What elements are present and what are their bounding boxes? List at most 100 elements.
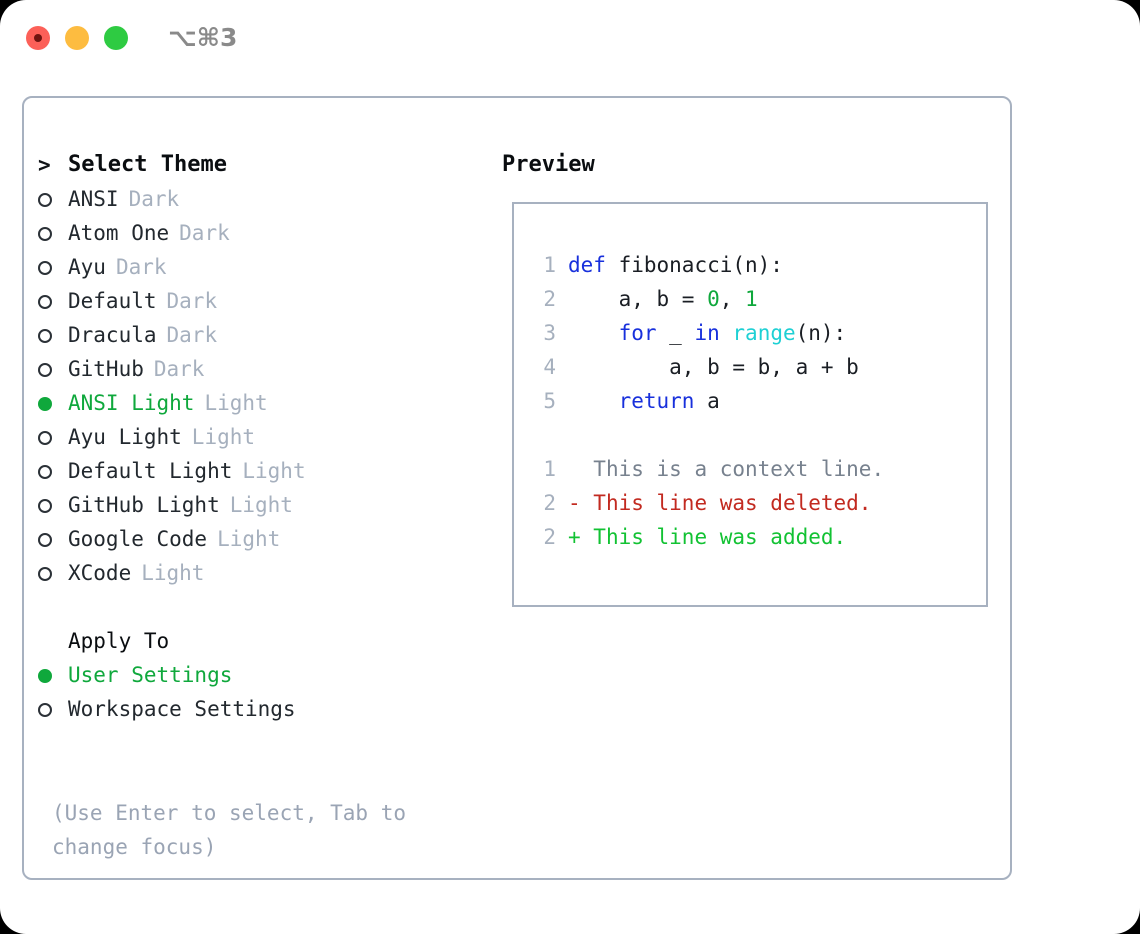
apply-to-item[interactable]: User Settings (38, 658, 498, 692)
zoom-button[interactable] (104, 26, 128, 50)
radio-unselected-icon[interactable] (38, 182, 68, 216)
line-number: 3 (543, 321, 556, 345)
radio-unselected-icon[interactable] (38, 692, 68, 726)
theme-variant-label: Dark (179, 221, 230, 245)
code-token: a, b = b, a + b (568, 355, 859, 379)
close-button[interactable] (26, 26, 50, 50)
theme-name: Google Code (68, 527, 208, 551)
radio-unselected-icon[interactable] (38, 352, 68, 386)
radio-dot (38, 397, 52, 411)
code-token: a, b = (568, 287, 708, 311)
radio-dot (38, 227, 52, 241)
theme-variant-label: Light (141, 561, 205, 585)
theme-name: ANSI Light (68, 391, 195, 415)
radio-dot (38, 499, 52, 513)
theme-list-item[interactable]: Google Code Light (38, 522, 498, 556)
diff-sign (568, 457, 581, 481)
code-token (568, 321, 619, 345)
theme-variant-label: Dark (153, 357, 205, 381)
theme-list-header: > Select Theme (38, 148, 498, 182)
radio-unselected-icon[interactable] (38, 488, 68, 522)
diff-sign: + (568, 525, 581, 549)
diff-line: 2- This line was deleted. (530, 486, 884, 520)
spacer-icon: o (38, 624, 68, 658)
code-line: 3 for _ in range(n): (530, 316, 859, 350)
theme-name: Ayu (68, 255, 106, 279)
code-token: fibonacci(n): (605, 253, 783, 277)
radio-selected-icon[interactable] (38, 386, 68, 420)
radio-unselected-icon[interactable] (38, 454, 68, 488)
theme-list-header-label: Select Theme (68, 152, 227, 177)
diff-text: This line was added. (580, 525, 847, 549)
code-token: in (694, 321, 720, 345)
diff-line-number: 1 (543, 457, 556, 481)
code-token: a (694, 389, 720, 413)
traffic-light-buttons (26, 26, 128, 50)
theme-name: Ayu Light (68, 425, 182, 449)
radio-unselected-icon[interactable] (38, 284, 68, 318)
code-token: def (568, 253, 606, 277)
diff-line-number: 2 (543, 525, 556, 549)
diff-line-number: 2 (543, 491, 556, 515)
radio-unselected-icon[interactable] (38, 250, 68, 284)
code-line: 4 a, b = b, a + b (530, 350, 859, 384)
radio-unselected-icon[interactable] (38, 216, 68, 250)
theme-variant-label: Dark (166, 323, 218, 347)
radio-selected-icon[interactable] (38, 658, 68, 692)
diff-sign: - (568, 491, 581, 515)
radio-dot (38, 703, 52, 717)
theme-variant-label: Light (242, 459, 306, 483)
code-token: return (618, 389, 695, 413)
radio-dot (38, 193, 52, 207)
apply-to-header-label: Apply To (68, 629, 170, 653)
apply-to-label: Workspace Settings (68, 697, 296, 721)
code-token: _ (656, 321, 695, 345)
apply-to-item[interactable]: Workspace Settings (38, 692, 498, 726)
diff-text: This is a context line. (580, 457, 885, 481)
code-line: 1 def fibonacci(n): (530, 248, 859, 282)
code-token: for (618, 321, 657, 345)
theme-list-item[interactable]: XCode Light (38, 556, 498, 590)
radio-dot (38, 329, 52, 343)
radio-unselected-icon[interactable] (38, 522, 68, 556)
line-number: 1 (543, 253, 556, 277)
theme-variant-label: Light (217, 527, 281, 551)
diff-text: This line was deleted. (580, 491, 872, 515)
keyboard-hint-text: (Use Enter to select, Tab to change focu… (52, 801, 407, 859)
theme-variant-label: Light (229, 493, 293, 517)
theme-name: XCode (68, 561, 132, 585)
caret-icon: > (38, 153, 51, 177)
radio-unselected-icon[interactable] (38, 420, 68, 454)
apply-to-header: o Apply To (38, 624, 498, 658)
theme-name: ANSI (68, 187, 119, 211)
radio-dot (38, 431, 52, 445)
theme-variant-label: Dark (166, 289, 218, 313)
minimize-button[interactable] (65, 26, 89, 50)
keyboard-shortcut-label: ⌥⌘3 (168, 23, 238, 52)
radio-dot (38, 363, 52, 377)
radio-dot (38, 261, 52, 275)
radio-unselected-icon[interactable] (38, 318, 68, 352)
code-line: 2 a, b = 0, 1 (530, 282, 859, 316)
apply-to-label: User Settings (68, 663, 233, 687)
code-token: , (719, 287, 746, 311)
radio-unselected-icon[interactable] (38, 556, 68, 590)
code-token: (n): (795, 321, 847, 345)
code-token: range (732, 321, 796, 345)
